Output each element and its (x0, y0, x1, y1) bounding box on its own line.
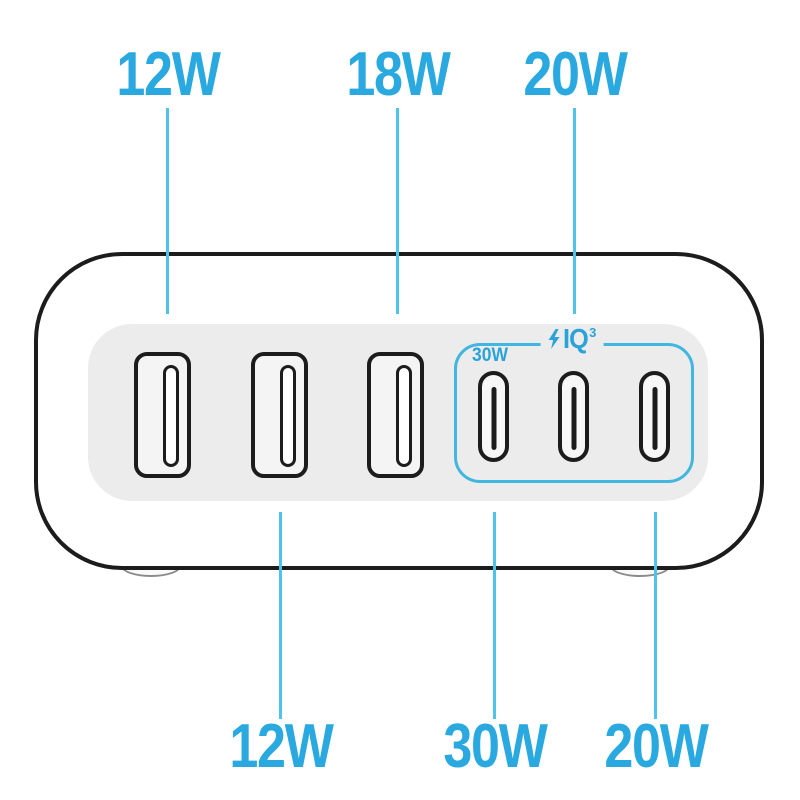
usb-c-port-2 (558, 371, 589, 462)
usb-c-port-1 (478, 371, 509, 462)
poweriq-logo-superscript: 3 (589, 325, 597, 340)
usb-a-port-3 (367, 352, 424, 478)
callout-label-top-20w: 20W (523, 40, 628, 109)
callout-label-bottom-30w: 30W (443, 712, 548, 781)
callout-label-top-12w: 12W (116, 40, 221, 109)
usb-a-port-1 (134, 352, 191, 478)
lightning-icon (548, 329, 561, 353)
callout-line-bottom-12w (279, 512, 282, 719)
usb-c-pin (491, 387, 496, 450)
callout-line-bottom-20w (654, 512, 657, 719)
usb-c-pin (652, 387, 657, 450)
callout-line-bottom-30w (493, 512, 496, 719)
usb-a-tongue (280, 365, 296, 467)
callout-label-top-18w: 18W (346, 40, 451, 109)
callout-label-bottom-20w: 20W (604, 712, 709, 781)
callout-label-bottom-12w: 12W (229, 712, 334, 781)
usb-a-tongue (163, 365, 179, 467)
callout-line-top-18w (396, 108, 399, 314)
callout-line-top-20w (573, 108, 576, 314)
usb-c-pin (571, 387, 576, 450)
poweriq-logo-text: IQ (562, 323, 589, 354)
usb-c-port-3 (639, 371, 670, 462)
usb-a-tongue (396, 365, 412, 467)
poweriq-logo: IQ 3 (540, 323, 604, 354)
usb-a-port-2 (251, 352, 308, 478)
callout-line-top-12w (166, 108, 169, 314)
frame-power-badge: 30W (472, 345, 508, 366)
